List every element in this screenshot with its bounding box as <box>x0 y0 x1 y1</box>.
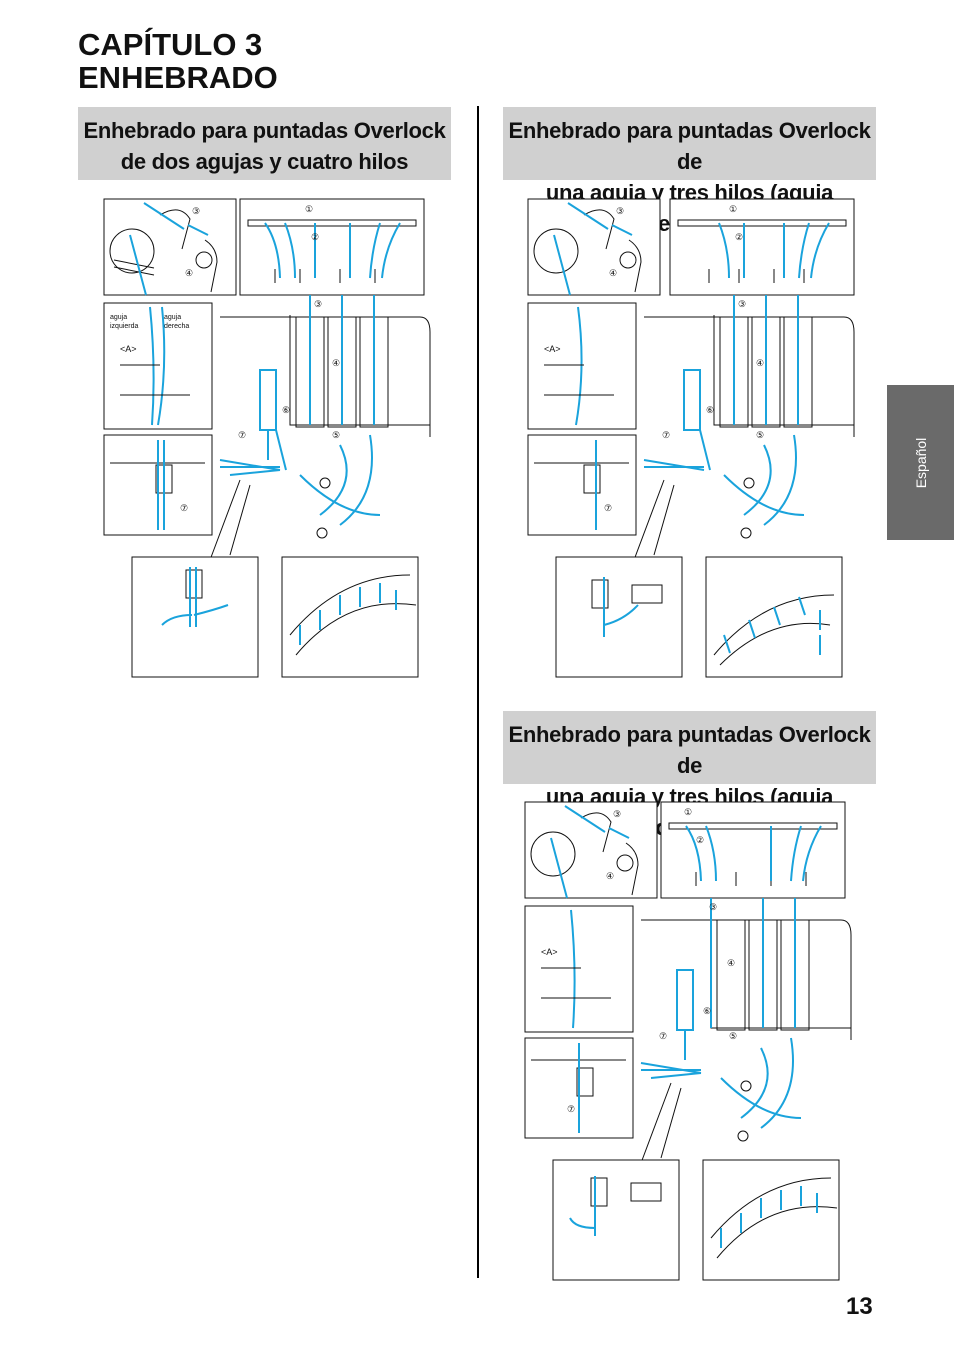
label-7: ⑦ <box>238 430 246 440</box>
chapter-heading: CAPÍTULO 3 ENHEBRADO <box>78 28 278 94</box>
a-marker: <A> <box>120 344 137 354</box>
label-7: ⑦ <box>604 503 612 513</box>
section-title-line: Enhebrado para puntadas Overlock de <box>508 118 871 174</box>
label-1: ① <box>305 204 313 214</box>
label-7: ⑦ <box>180 503 188 513</box>
label-4: ④ <box>185 268 193 278</box>
inset-needles <box>524 905 634 1033</box>
section-title-line: de dos agujas y cuatro hilos <box>120 149 409 174</box>
threading-diagram-three-thread-left: ③ ④ ① ② <A> ③ ④ ⑥ ⑤ ⑦ ⑦ <box>524 801 852 1281</box>
right-needle-label: aguja <box>164 314 181 321</box>
section-title-four-thread: Enhebrado para puntadas Overlock de dos … <box>78 107 451 180</box>
label-1: ① <box>684 807 692 817</box>
label-6: ⑥ <box>282 405 290 415</box>
language-tab: Español <box>887 385 954 540</box>
inset-hand-threading <box>527 198 661 296</box>
label-5: ⑤ <box>729 1031 737 1041</box>
label-2: ② <box>311 232 319 242</box>
left-needle-label: aguja <box>110 314 127 321</box>
inset-hand-threading <box>103 198 237 296</box>
inset-thread-guide <box>669 198 855 296</box>
threading-diagram-three-thread-right: ③ ④ ① ② <A> ③ ④ ⑥ ⑤ ⑦ ⑦ <box>527 198 855 678</box>
label-3: ③ <box>709 902 717 912</box>
inset-needle-detail <box>555 556 683 678</box>
chapter-number: CAPÍTULO 3 <box>78 27 263 62</box>
language-tab-label: Español <box>912 437 929 488</box>
inset-thread-guide <box>660 801 846 899</box>
label-2: ② <box>696 835 704 845</box>
label-2: ② <box>735 232 743 242</box>
inset-needles <box>103 302 213 430</box>
label-7: ⑦ <box>567 1104 575 1114</box>
inset-stitch-sample <box>702 1159 840 1281</box>
label-5: ⑤ <box>756 430 764 440</box>
inset-needle-detail <box>552 1159 680 1281</box>
label-3: ③ <box>738 299 746 309</box>
a-marker: <A> <box>544 344 561 354</box>
section-title-three-thread-left: Enhebrado para puntadas Overlock de una … <box>503 711 876 840</box>
label-3: ③ <box>616 206 624 216</box>
chapter-title: ENHEBRADO <box>78 60 278 95</box>
a-marker: <A> <box>541 947 558 957</box>
label-3: ③ <box>314 299 322 309</box>
inset-thread-guide <box>239 198 425 296</box>
label-3: ③ <box>613 809 621 819</box>
left-needle-label: izquierda <box>110 323 139 330</box>
label-7: ⑦ <box>662 430 670 440</box>
inset-stitch-sample <box>281 556 419 678</box>
magnifier-circle <box>109 228 155 274</box>
label-4: ④ <box>332 358 340 368</box>
label-4: ④ <box>609 268 617 278</box>
inset-needle-bar <box>527 434 637 536</box>
label-4: ④ <box>606 871 614 881</box>
label-3: ③ <box>192 206 200 216</box>
label-6: ⑥ <box>706 405 714 415</box>
section-title-line: Enhebrado para puntadas Overlock <box>83 118 446 143</box>
label-7: ⑦ <box>659 1031 667 1041</box>
label-1: ① <box>729 204 737 214</box>
label-4: ④ <box>756 358 764 368</box>
page-number: 13 <box>846 1293 873 1320</box>
column-divider <box>477 106 479 1278</box>
label-5: ⑤ <box>332 430 340 440</box>
section-title-three-thread-right: Enhebrado para puntadas Overlock de una … <box>503 107 876 236</box>
label-4: ④ <box>727 958 735 968</box>
inset-hand-threading <box>524 801 658 899</box>
section-title-line: Enhebrado para puntadas Overlock de <box>508 722 871 778</box>
threading-diagram-four-thread: ③ ④ ① ② aguja izquierda aguja derecha <A… <box>103 198 431 678</box>
label-6: ⑥ <box>703 1006 711 1016</box>
right-needle-label: derecha <box>164 323 189 330</box>
